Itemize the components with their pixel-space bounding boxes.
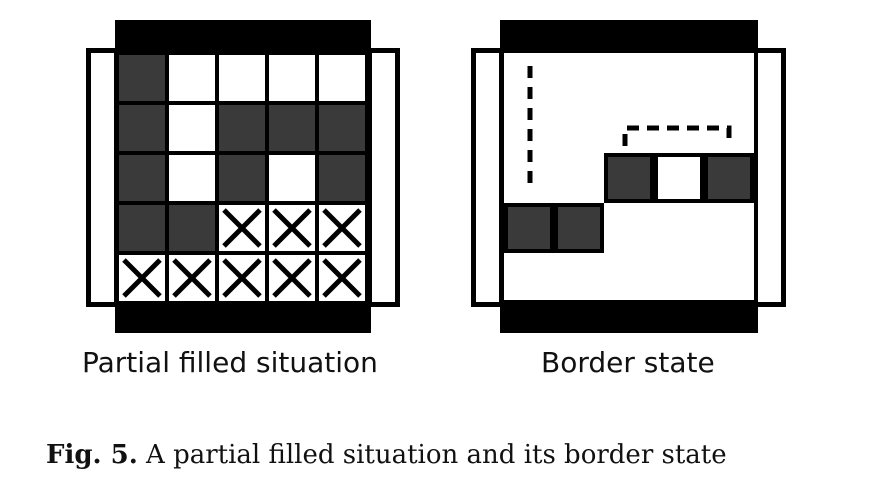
grid-cell-empty (269, 155, 315, 201)
left-panel-label: Partial filled situation (82, 346, 378, 379)
grid-cell-cross (119, 255, 165, 301)
figure-number: Fig. 5. (46, 440, 138, 470)
diagram-canvas (86, 20, 786, 333)
grid-cell-filled (319, 155, 365, 201)
grid-cell-empty (269, 55, 315, 101)
grid-cell-cross (269, 255, 315, 301)
border-cell-filled (704, 153, 754, 203)
border-cell-filled (504, 203, 554, 253)
grid-cell-filled (119, 155, 165, 201)
right-left-wall (471, 48, 504, 307)
grid-cell-empty (169, 55, 215, 101)
grid-cell-cross (319, 255, 365, 301)
grid-cell-empty (169, 105, 215, 151)
left-grid-cells (119, 55, 365, 301)
right-border-cells (504, 153, 754, 253)
border-cell-empty (654, 153, 704, 203)
grid-cell-filled (119, 205, 165, 251)
right-panel (471, 20, 786, 333)
grid-cell-filled (219, 155, 265, 201)
left-panel (86, 20, 400, 333)
grid-cell-cross (169, 255, 215, 301)
grid-cell-cross (319, 205, 365, 251)
horizontal-dashed-bracket (622, 125, 732, 146)
grid-cell-filled (269, 105, 315, 151)
left-bottom-bar (115, 300, 371, 333)
grid-cell-cross (219, 255, 265, 301)
right-right-wall (753, 48, 786, 307)
grid-cell-filled (169, 205, 215, 251)
grid-cell-empty (319, 55, 365, 101)
border-cell-filled (604, 153, 654, 203)
figure-caption: Fig. 5. A partial filled situation and i… (46, 440, 727, 470)
grid-cell-filled (119, 105, 165, 151)
left-top-bar (115, 20, 371, 53)
grid-cell-cross (269, 205, 315, 251)
border-cell-filled (554, 203, 604, 253)
grid-cell-filled (119, 55, 165, 101)
grid-cell-filled (319, 105, 365, 151)
caption-text: A partial filled situation and its borde… (137, 440, 727, 470)
grid-cell-cross (219, 205, 265, 251)
grid-cell-empty (169, 155, 215, 201)
grid-cell-filled (219, 105, 265, 151)
grid-cell-empty (219, 55, 265, 101)
right-top-bar (500, 20, 758, 53)
left-right-wall (367, 48, 400, 307)
left-left-wall (86, 48, 119, 307)
right-bottom-bar (500, 300, 758, 333)
right-panel-label: Border state (541, 346, 715, 379)
